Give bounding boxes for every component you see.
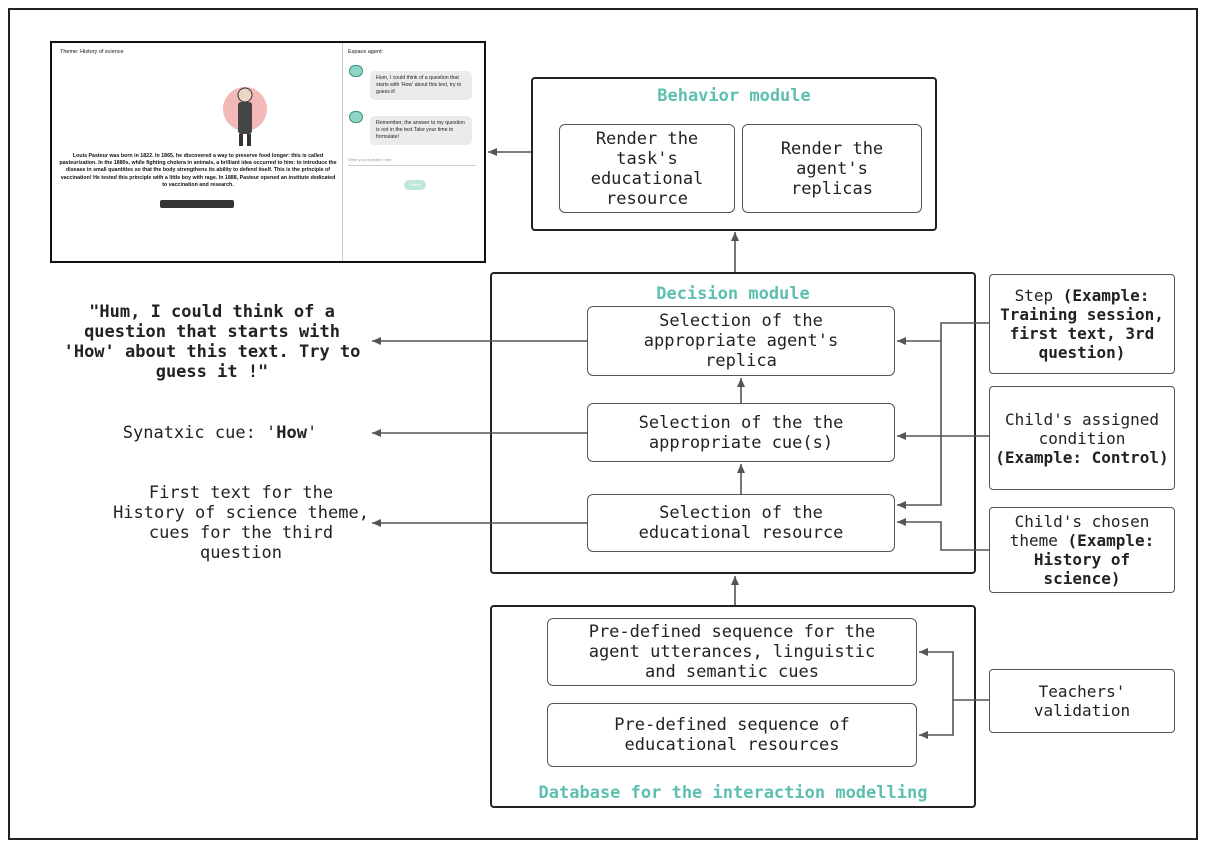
audio-player[interactable]	[160, 200, 234, 208]
resource-output: First text for the History of science th…	[113, 483, 369, 563]
question-input[interactable]: Write your question here	[348, 157, 476, 166]
condition-label: Child's assigned condition	[1004, 409, 1160, 448]
interface-screenshot: Theme: History of science Espace agent: …	[50, 41, 486, 263]
resources-sequence-box: Pre-defined sequence of educational reso…	[547, 703, 917, 767]
cue-selection-box: Selection of the the appropriate cue(s)	[587, 403, 895, 462]
submit-button[interactable]: Submit	[404, 180, 426, 190]
robot-icon	[349, 111, 363, 123]
render-resource-box: Render the task's educational resource	[559, 124, 735, 213]
database-module-title: Database for the interaction modelling	[538, 783, 928, 803]
cue-suffix: '	[307, 423, 318, 443]
arrow-step-to-resource	[897, 341, 942, 509]
figure-frame	[8, 8, 1198, 840]
cue-prefix: Synatxic cue: '	[122, 423, 277, 443]
step-label: Step	[1014, 286, 1054, 305]
robot-icon	[349, 65, 363, 77]
screenshot-story: Louis Pasteur was born in 1822. In 1865,…	[59, 153, 337, 188]
screenshot-agent-label: Espace agent:	[348, 49, 384, 55]
cue-word: How	[276, 423, 307, 443]
replica-selection-box: Selection of the appropriate agent's rep…	[587, 306, 895, 376]
arrow-step-to-replica	[897, 322, 989, 345]
condition-example: (Example: Control)	[995, 447, 1169, 467]
arrow-teachers-to-resources	[919, 700, 954, 739]
cue-output: Synatxic cue: 'How'	[90, 423, 350, 443]
pasteur-illustration	[223, 87, 267, 146]
resource-selection-box: Selection of the educational resource	[587, 494, 895, 552]
chat-bubble-2: Remember, the answer to my question is n…	[370, 116, 472, 145]
arrow-teachers-to-utterances	[919, 648, 989, 701]
chat-bubble-1: Hum, I could think of a question that st…	[370, 71, 472, 100]
theme-label: Child's chosen theme	[1009, 512, 1150, 550]
behavior-module-title: Behavior module	[657, 86, 811, 106]
screenshot-theme: Theme: History of science	[60, 49, 124, 55]
replica-output: "Hum, I could think of a question that s…	[63, 302, 361, 382]
theme-box: Child's chosen theme (Example: History o…	[989, 507, 1175, 593]
utterances-sequence-box: Pre-defined sequence for the agent utter…	[547, 618, 917, 686]
chat-divider	[342, 43, 343, 261]
render-replicas-box: Render the agent's replicas	[742, 124, 922, 213]
step-example: (Example: Training session, first text, …	[1000, 286, 1164, 362]
condition-box: Child's assigned condition (Example: Con…	[989, 386, 1175, 490]
step-box: Step (Example: Training session, first t…	[989, 274, 1175, 374]
teachers-validation-box: Teachers' validation	[989, 669, 1175, 733]
arrow-theme-to-resource	[897, 518, 989, 551]
theme-example: (Example: History of science)	[1033, 531, 1155, 588]
decision-module-title: Decision module	[656, 284, 810, 304]
